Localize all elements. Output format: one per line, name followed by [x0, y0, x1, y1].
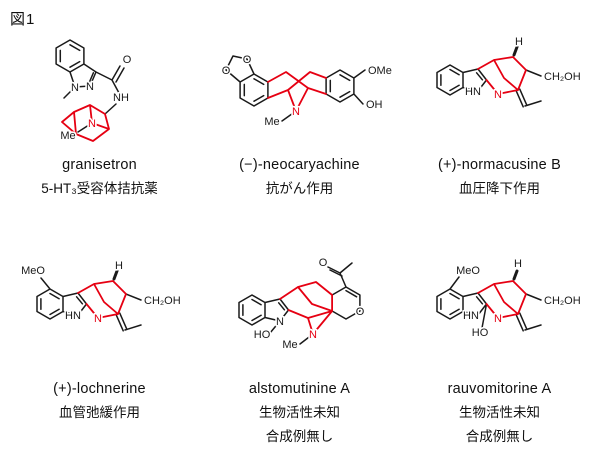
compound-card-alstomutinine-a: O O N HO N Me alstomutinine A 生物活性未知 合成例… — [202, 240, 397, 445]
compound-card-normacusine-b: HN H CH₂OH N (+)-normacusine B 血圧降下作用 — [402, 16, 597, 197]
atom-label-bridge-nitrogen: N — [88, 118, 96, 130]
atom-label-hydroxy: HO — [472, 327, 489, 339]
core-bonds-highlighted — [477, 280, 527, 319]
activity-line-1: 血圧降下作用 — [459, 181, 540, 196]
activity-line-1: 血管弛緩作用 — [59, 405, 140, 420]
atom-label-oxygen: O — [319, 257, 328, 269]
atom-label-hydroxy: HO — [254, 329, 271, 341]
atom-label-bridge-nitrogen: N — [309, 329, 317, 341]
skeleton-bonds — [55, 39, 125, 133]
skeleton-bonds — [436, 45, 542, 108]
compound-card-lochnerine: MeO HN H CH₂OH N (+)-lochnerine 血管弛緩作用 — [2, 240, 197, 421]
atom-label-hydroxy: OH — [366, 99, 383, 111]
atom-label-bridge-nitrogen: N — [94, 313, 102, 325]
caption: (+)-lochnerine 血管弛緩作用 — [2, 381, 197, 421]
atom-label-amide-nh: NH — [113, 92, 129, 104]
core-bonds-highlighted — [77, 280, 127, 319]
caption: (−)-neocaryachine 抗がん作用 — [202, 157, 397, 197]
atom-label-methyl: Me — [282, 339, 297, 351]
atom-label-stereo-h: H — [515, 36, 523, 48]
atom-label-nitrogen: N — [86, 81, 94, 93]
atom-label-bridge-nitrogen: N — [494, 89, 502, 101]
atom-label-oxygen: O — [243, 54, 252, 66]
core-bonds-highlighted — [61, 104, 110, 142]
atom-label-methoxy: OMe — [368, 65, 392, 77]
core-bonds-highlighted — [267, 71, 327, 112]
atom-label-methoxy: MeO — [21, 265, 45, 277]
compound-name: (+)-lochnerine — [53, 381, 146, 397]
caption: granisetron 5-HT₃受容体拮抗薬 — [2, 157, 197, 197]
atom-label-oxygen: O — [222, 65, 231, 77]
skeleton-bonds — [36, 269, 142, 332]
atom-label-hydroxymethyl: CH₂OH — [544, 295, 581, 307]
atom-label-indole-nh: HN — [65, 310, 81, 322]
atom-label-stereo-h: H — [115, 260, 123, 272]
structure-granisetron: N N O NH N Me — [55, 39, 133, 144]
compound-name: alstomutinine A — [248, 381, 351, 397]
compound-name: (+)-normacusine B — [437, 157, 562, 173]
activity-line-2: 合成例無し — [265, 429, 334, 444]
atom-label-bridge-nitrogen: N — [494, 313, 502, 325]
structure-lochnerine: MeO HN H CH₂OH N — [19, 258, 182, 332]
atom-label-methyl: Me — [264, 116, 279, 128]
skeleton-bonds — [436, 269, 542, 332]
activity-line-1: 抗がん作用 — [265, 181, 334, 196]
atom-label-stereo-h: H — [514, 258, 522, 270]
core-bonds-highlighted — [477, 56, 527, 95]
atom-label-indole-nh: HN — [465, 86, 481, 98]
atom-label-oxygen: O — [356, 306, 365, 318]
compound-name: rauvomitorine A — [447, 381, 552, 397]
compound-card-rauvomitorine-a: MeO HN HO H CH₂OH N rauvomitorine A 生物活性… — [402, 240, 597, 445]
compound-card-neocaryachine: O O OMe OH N Me (−)-neocaryachine 抗がん作用 — [202, 16, 397, 197]
atom-label-methyl: Me — [60, 130, 75, 142]
activity-line-1: 5-HT₃受容体拮抗薬 — [41, 181, 158, 196]
atom-label-hydroxymethyl: CH₂OH — [144, 295, 181, 307]
structure-neocaryachine: O O OMe OH N Me — [220, 52, 393, 129]
structure-rauvomitorine-a: MeO HN HO H CH₂OH N — [436, 256, 582, 341]
structure-alstomutinine-a: O O N HO N Me — [238, 255, 366, 353]
atom-label-oxygen: O — [123, 54, 132, 66]
compound-card-granisetron: N N O NH N Me granisetron 5-HT₃受容体拮抗薬 — [2, 16, 197, 197]
core-bonds-highlighted — [279, 281, 333, 335]
atom-label-bridge-nitrogen: N — [292, 106, 300, 118]
atom-label-methoxy: MeO — [456, 265, 480, 277]
figure-label: 図1 — [10, 11, 36, 28]
atom-label-indole-nh: HN — [463, 310, 479, 322]
caption: (+)-normacusine B 血圧降下作用 — [402, 157, 597, 197]
compound-name: (−)-neocaryachine — [239, 157, 360, 173]
compound-name: granisetron — [62, 157, 137, 173]
caption: rauvomitorine A 生物活性未知 合成例無し — [402, 381, 597, 445]
activity-line-1: 生物活性未知 — [459, 405, 540, 420]
atom-label-nitrogen: N — [71, 82, 79, 94]
activity-line-2: 合成例無し — [465, 429, 534, 444]
skeleton-bonds — [225, 55, 366, 122]
atom-label-indole-nitrogen: N — [276, 316, 284, 328]
atom-label-hydroxymethyl: CH₂OH — [544, 71, 581, 83]
activity-line-1: 生物活性未知 — [259, 405, 340, 420]
structure-normacusine-b: HN H CH₂OH N — [436, 34, 582, 108]
caption: alstomutinine A 生物活性未知 合成例無し — [202, 381, 397, 445]
